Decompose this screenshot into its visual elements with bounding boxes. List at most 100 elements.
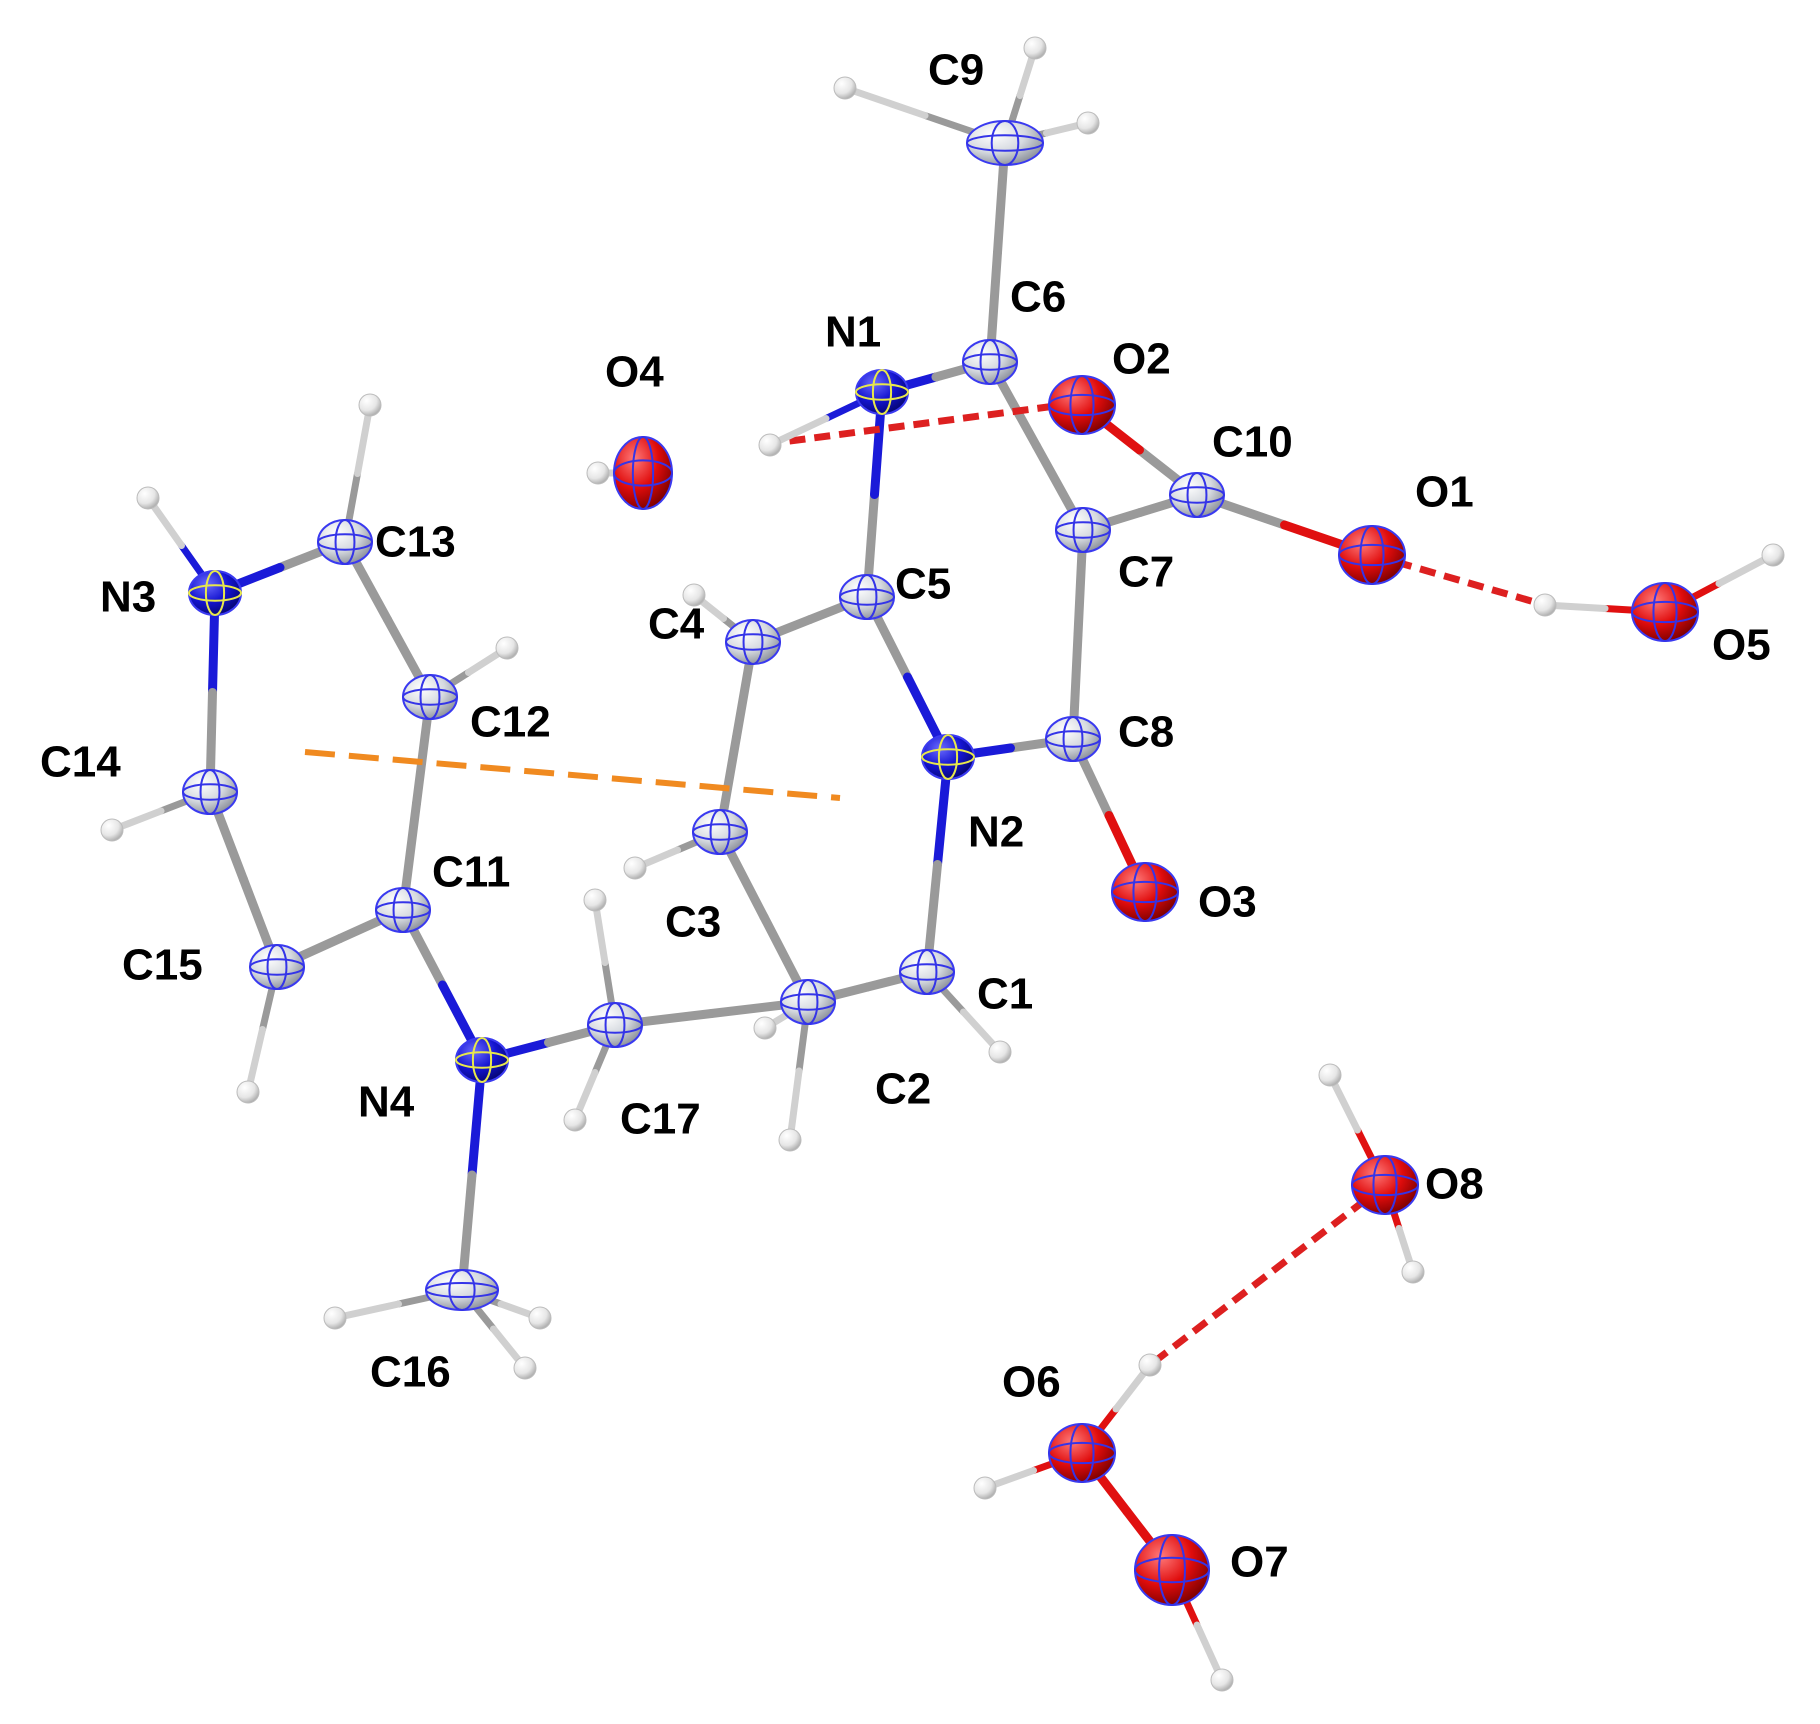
atom-ellipsoid-O1 xyxy=(1338,525,1406,585)
atom-C17 xyxy=(587,1002,643,1048)
atom-label-C2: C2 xyxy=(875,1065,931,1114)
ellipsoid-axis-C9 xyxy=(966,134,1044,152)
atom-label-C3: C3 xyxy=(665,898,721,947)
atom-C10 xyxy=(1169,472,1225,518)
hydrogen-atom xyxy=(1761,543,1785,567)
atom-C5 xyxy=(839,574,895,620)
hydrogen-atom xyxy=(236,1080,260,1104)
atom-C13 xyxy=(317,519,373,565)
atom-label-O1: O1 xyxy=(1415,468,1474,517)
ellipsoid-axis2-O1 xyxy=(1359,525,1385,585)
hydrogen-atom xyxy=(1533,593,1557,617)
ellipsoid-axis-C16 xyxy=(425,1282,499,1298)
atom-ellipsoid-C4 xyxy=(725,619,781,665)
ellipsoid-axis2-C17 xyxy=(604,1002,626,1048)
atom-ellipsoid-O6 xyxy=(1048,1423,1116,1483)
ellipsoid-axis-O3 xyxy=(1111,880,1179,904)
hydrogen-atom xyxy=(100,818,124,842)
ellipsoid-axis-C13 xyxy=(317,533,373,551)
ellipsoid-axis-C5 xyxy=(839,588,895,606)
hydrogen-atom xyxy=(136,486,160,510)
hydrogen-atom xyxy=(988,1040,1012,1064)
ellipsoid-axis-N1 xyxy=(855,383,909,401)
ellipsoid-axis-C12 xyxy=(402,688,458,706)
atom-O1 xyxy=(1338,525,1406,585)
atom-O8 xyxy=(1351,1155,1419,1215)
atom-label-O5: O5 xyxy=(1712,621,1771,670)
atom-label-C5: C5 xyxy=(895,560,951,609)
atom-O4 xyxy=(613,436,673,510)
ellipsoid-axis-N3 xyxy=(188,584,242,602)
hydrogen-atom xyxy=(563,1108,587,1132)
atom-label-O8: O8 xyxy=(1425,1160,1484,1209)
ellipsoid-axis-C1 xyxy=(899,963,955,981)
ellipsoid-axis-O8 xyxy=(1351,1173,1419,1197)
hydrogen-atoms xyxy=(100,36,1785,1692)
atom-label-C11: C11 xyxy=(432,848,510,897)
ellipsoid-axis2-O8 xyxy=(1372,1155,1398,1215)
atom-ellipsoid-C9 xyxy=(966,120,1044,166)
ellipsoid-axis2-C15 xyxy=(266,944,288,990)
atom-ellipsoid-N3 xyxy=(188,570,242,616)
atom-C2 xyxy=(780,979,836,1025)
ellipsoid-axis2-C8 xyxy=(1062,716,1084,762)
hydrogen-atom xyxy=(583,888,607,912)
atom-ellipsoid-O5 xyxy=(1631,582,1699,642)
ellipsoid-axis-C2 xyxy=(780,993,836,1011)
atom-C11 xyxy=(375,887,431,933)
atom-O2 xyxy=(1048,375,1116,435)
ellipsoid-axis2-C7 xyxy=(1072,507,1094,553)
atom-ellipsoid-N1 xyxy=(855,369,909,415)
hydrogen-bond-3 xyxy=(1147,1182,1388,1368)
ellipsoid-axis2-O3 xyxy=(1132,862,1158,922)
hydrogen-atom xyxy=(495,636,519,660)
atom-ellipsoid-C16 xyxy=(425,1269,499,1311)
atom-label-C7: C7 xyxy=(1118,548,1174,597)
ellipsoid-axis-N4 xyxy=(455,1051,509,1069)
ellipsoid-axis2-C4 xyxy=(742,619,764,665)
ellipsoid-axis-C8 xyxy=(1045,730,1101,748)
atom-ellipsoid-C5 xyxy=(839,574,895,620)
atom-ellipsoid-C3 xyxy=(692,809,748,855)
atom-label-C17: C17 xyxy=(620,1095,701,1144)
atom-ellipsoid-C14 xyxy=(182,769,238,815)
atom-C3 xyxy=(692,809,748,855)
ellipsoid-axis2-N4 xyxy=(471,1037,493,1083)
bond-h-2-b xyxy=(841,84,929,119)
atom-N1 xyxy=(855,369,909,415)
ellipsoid-axis-C15 xyxy=(249,958,305,976)
atom-label-O2: O2 xyxy=(1112,335,1171,384)
ellipsoid-axis2-C9 xyxy=(990,120,1020,166)
atom-ellipsoid-C10 xyxy=(1169,472,1225,518)
pi-stacking-contact xyxy=(304,749,841,801)
ellipsoid-axis-O5 xyxy=(1631,600,1699,624)
ellipsoid-axis2-N3 xyxy=(204,570,226,616)
atom-ellipsoid-O8 xyxy=(1351,1155,1419,1215)
atom-label-N3: N3 xyxy=(100,573,156,622)
atom-label-C8: C8 xyxy=(1118,708,1174,757)
atom-label-O4: O4 xyxy=(605,348,664,397)
atom-ellipsoid-C8 xyxy=(1045,716,1101,762)
atom-C15 xyxy=(249,944,305,990)
ellipsoid-axis2-O4 xyxy=(631,436,655,510)
atom-label-N2: N2 xyxy=(968,808,1024,857)
atom-label-O3: O3 xyxy=(1198,878,1257,927)
ellipsoid-axis2-O5 xyxy=(1652,582,1678,642)
atom-ellipsoid-O7 xyxy=(1134,1534,1210,1606)
atom-O3 xyxy=(1111,862,1179,922)
hydrogen-atom xyxy=(1210,1668,1234,1692)
hydrogen-bond-1 xyxy=(774,399,1079,447)
atom-label-C14: C14 xyxy=(40,738,121,787)
atom-label-C10: C10 xyxy=(1212,418,1293,467)
ellipsoid-axis2-C12 xyxy=(419,674,441,720)
hydrogen-atom xyxy=(513,1356,537,1380)
atom-label-C15: C15 xyxy=(122,941,203,990)
ellipsoid-axis-C17 xyxy=(587,1016,643,1034)
atom-O5 xyxy=(1631,582,1699,642)
ellipsoid-axis-O4 xyxy=(613,459,673,487)
atom-O7 xyxy=(1134,1534,1210,1606)
atom-ellipsoid-C11 xyxy=(375,887,431,933)
atom-label-C6: C6 xyxy=(1010,273,1066,322)
atom-C6 xyxy=(962,339,1018,385)
atom-labels: C1C2C3C4C5C6C7C8C9C10C11C12C13C14C15C16C… xyxy=(40,46,1771,1587)
